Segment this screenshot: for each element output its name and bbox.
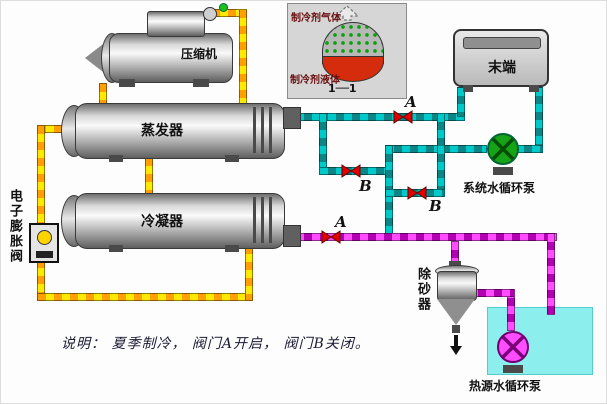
evaporator-flange <box>253 107 256 153</box>
heat-source-pump-icon <box>497 331 529 363</box>
compressor-body <box>109 33 233 83</box>
valve-b-left-label: B <box>359 177 372 195</box>
evaporator-label: 蒸发器 <box>141 123 183 139</box>
compressor-label: 压缩机 <box>181 47 218 61</box>
evaporator-foot <box>225 155 239 162</box>
pipe-water-terminal-left <box>457 87 465 117</box>
desander-body <box>437 271 477 301</box>
evaporator-body <box>75 103 285 159</box>
condenser-foot <box>109 245 123 252</box>
evaporator-foot <box>109 155 123 162</box>
drain-arrow-icon <box>450 346 462 355</box>
drain-arrow-stem <box>454 335 458 346</box>
valve-a-bottom-label: A <box>335 213 347 231</box>
heat-source-pump-label: 热源水循环泵 <box>469 379 542 393</box>
pipe-water-crossover-left-drop <box>319 113 327 175</box>
compressor-sight-glass <box>203 7 217 21</box>
up-arrow-icon <box>334 5 360 21</box>
valve-a-bottom-icon <box>321 230 341 244</box>
condenser-flange <box>269 197 272 243</box>
desander-outlet <box>452 325 460 333</box>
diagram-note: 说明： 夏季制冷， 阀门A开启， 阀门B关闭。 <box>61 336 370 352</box>
pipe-refrigerant-bottom <box>37 293 253 301</box>
pipe-refrigerant-left-down <box>37 125 45 225</box>
evaporator-nozzle <box>283 107 301 129</box>
pipe-refrigerant-evap-cond <box>145 157 153 195</box>
pipe-water-terminal-right <box>535 87 543 151</box>
desander-cone <box>437 299 475 325</box>
expansion-valve-coil <box>36 251 53 258</box>
pipe-water-return <box>385 145 487 153</box>
pipe-refrigerant-condenser-bottom <box>245 245 253 301</box>
pipe-refrigerant-suction <box>99 83 107 105</box>
evaporator-flange <box>261 107 264 153</box>
condenser-flange <box>253 197 256 243</box>
compressor-foot <box>119 79 135 87</box>
terminal-foot <box>529 85 539 92</box>
compressor-top-box <box>147 11 205 37</box>
pipe-refrigerant-compressor-evaporator <box>239 9 247 105</box>
condenser-label: 冷凝器 <box>141 214 183 230</box>
terminal-unit: 末端 <box>453 29 549 87</box>
refrigerant-liquid-label: 制冷剂液体 <box>290 75 340 86</box>
valve-a-top-icon <box>393 110 413 124</box>
condenser-flange <box>261 197 264 243</box>
valve-b-left-icon <box>341 164 361 178</box>
evaporator-flange <box>269 107 272 153</box>
refrigerant-section-inset: 制冷剂气体 制冷剂液体 1──1 <box>287 3 407 99</box>
pipe-water-crossover-right-drop <box>437 113 445 197</box>
heat-source-pump-base <box>503 365 523 373</box>
expansion-valve-dial-icon <box>37 230 52 245</box>
condenser-body <box>75 193 285 249</box>
refrigerant-gas-label: 制冷剂气体 <box>291 13 341 24</box>
condenser-nozzle <box>283 225 301 247</box>
valve-b-right-label: B <box>429 197 442 215</box>
valve-a-top-label: A <box>405 93 417 111</box>
compressor-indicator-dot <box>219 3 228 12</box>
terminal-foot <box>463 85 473 92</box>
desander-label: 除砂器 <box>415 267 430 312</box>
terminal-label: 末端 <box>488 60 516 76</box>
system-pump-base <box>493 167 513 175</box>
system-pump-icon <box>487 133 519 165</box>
compressor-foot <box>193 79 209 87</box>
expansion-valve-label: 电子膨胀阀 <box>7 189 22 264</box>
valve-b-right-icon <box>407 186 427 200</box>
terminal-grille <box>463 37 541 49</box>
condenser-foot <box>225 245 239 252</box>
expansion-valve-device <box>29 223 59 263</box>
section-mark: 1──1 <box>328 82 357 95</box>
system-pump-label: 系统水循环泵 <box>463 181 536 195</box>
pipe-source-down-tank <box>547 233 555 315</box>
